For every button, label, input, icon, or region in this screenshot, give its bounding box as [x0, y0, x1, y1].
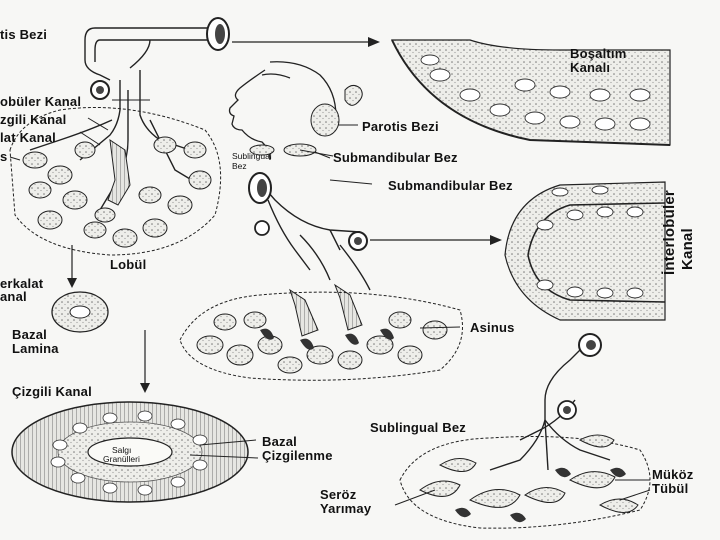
label-secretory-granules-line1: Salgı — [112, 445, 132, 455]
label-basal-lamina-line1: Bazal — [12, 327, 47, 342]
interlobular-duct-epithelium — [504, 181, 666, 321]
label-serous-demilune-line1: Seröz — [320, 487, 357, 502]
submandibular-duct-tree — [261, 184, 371, 291]
label-excretory-duct-line2: Kanalı — [570, 60, 611, 75]
label-sublingual-small-line2: Bez — [232, 161, 247, 171]
label-basal-lamina-line2: Lamina — [12, 341, 59, 356]
striated-duct-cross-section — [11, 401, 249, 503]
mucous-tubules — [419, 434, 639, 513]
label-interlobular-rotated-2: Kanal — [679, 228, 696, 270]
label-striated-duct: Çizgili Kanal — [12, 384, 92, 399]
intercalated-duct-cross-section — [51, 291, 109, 333]
label-mucous-tubule-line1: Müköz — [652, 467, 694, 482]
label-excretory-duct-line1: Boşaltım — [570, 46, 627, 61]
label-serous-demilune-line2: Yarımay — [320, 501, 372, 516]
label-acinus: Asinus — [470, 320, 515, 335]
parotid-gland-icon — [310, 103, 340, 137]
label-submandibular-gland-1: Submandibular Bez — [333, 150, 458, 165]
label-secretory-granules-line2: Granülleri — [103, 454, 140, 464]
label-intercalated-line1: erkalat — [0, 276, 44, 291]
label-submandibular-gland-2: Submandibular Bez — [388, 178, 513, 193]
excretory-duct-epithelium — [391, 39, 671, 146]
label-parotid-gland: Parotis Bezi — [362, 119, 439, 134]
submandibular-acini — [196, 311, 448, 374]
leader-lines — [9, 99, 651, 506]
label-intercalated-line2: anal — [0, 289, 27, 304]
sublingual-duct-tree — [489, 344, 611, 471]
label-basal-striation-line1: Bazal — [262, 434, 297, 449]
parotid-acini — [22, 136, 212, 248]
label-intercalated-duct-left: lat Kanal — [0, 130, 56, 145]
label-sublingual-small-line1: Sublingual — [232, 151, 272, 161]
label-interlobular-rotated-1: İnterlobüler — [661, 190, 678, 275]
label-s-fragment: s — [0, 149, 8, 164]
label-basal-striation-line2: Çizgilenme — [262, 448, 333, 463]
label-mucous-tubule-line2: Tübül — [652, 481, 689, 496]
label-sublingual-gland: Sublingual Bez — [370, 420, 466, 435]
lobule-outline — [9, 107, 222, 256]
label-interlobular-duct-left: obüler Kanal — [0, 94, 82, 109]
label-parotid-top: tis Bezi — [0, 27, 48, 42]
label-striated-duct-left: zgili Kanal — [0, 112, 67, 127]
label-lobule: Lobül — [110, 257, 147, 272]
